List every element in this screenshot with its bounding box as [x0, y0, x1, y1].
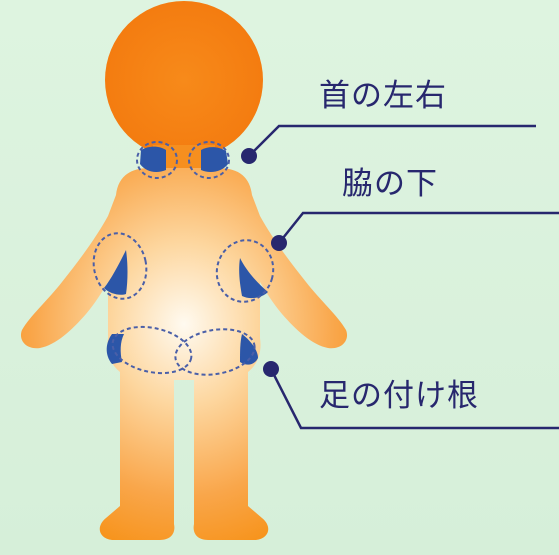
callout-groin-label: 足の付け根: [319, 378, 479, 414]
head: [105, 1, 263, 159]
callout-groin-leader: [269, 368, 559, 430]
neck-left-marker: [140, 146, 166, 172]
callout-armpit-leader: [278, 211, 559, 244]
callout-armpit-dot: [271, 235, 287, 251]
armpit-right-dashed-circle: [215, 239, 275, 303]
groin-right-dashed-ellipse: [174, 328, 256, 376]
callout-neck-label: 首の左右: [319, 78, 447, 114]
callout-neck-dot: [241, 148, 257, 164]
armpit-right-marker: [239, 258, 268, 299]
armpit-left-marker: [104, 250, 128, 295]
neck-right-dashed-circle: [188, 141, 230, 179]
neck-left-dashed-circle: [136, 141, 178, 179]
groin-left-dashed-ellipse: [111, 325, 193, 375]
callout-groin-dot: [263, 361, 279, 377]
groin-right-marker: [240, 334, 258, 365]
callout-neck-leader: [248, 124, 536, 157]
neck-right-marker: [201, 147, 228, 172]
groin-left-marker: [106, 334, 124, 364]
callout-armpit-label: 脇の下: [342, 166, 438, 202]
armpit-left-dashed-circle: [92, 232, 148, 300]
body-silhouette: [20, 168, 348, 540]
